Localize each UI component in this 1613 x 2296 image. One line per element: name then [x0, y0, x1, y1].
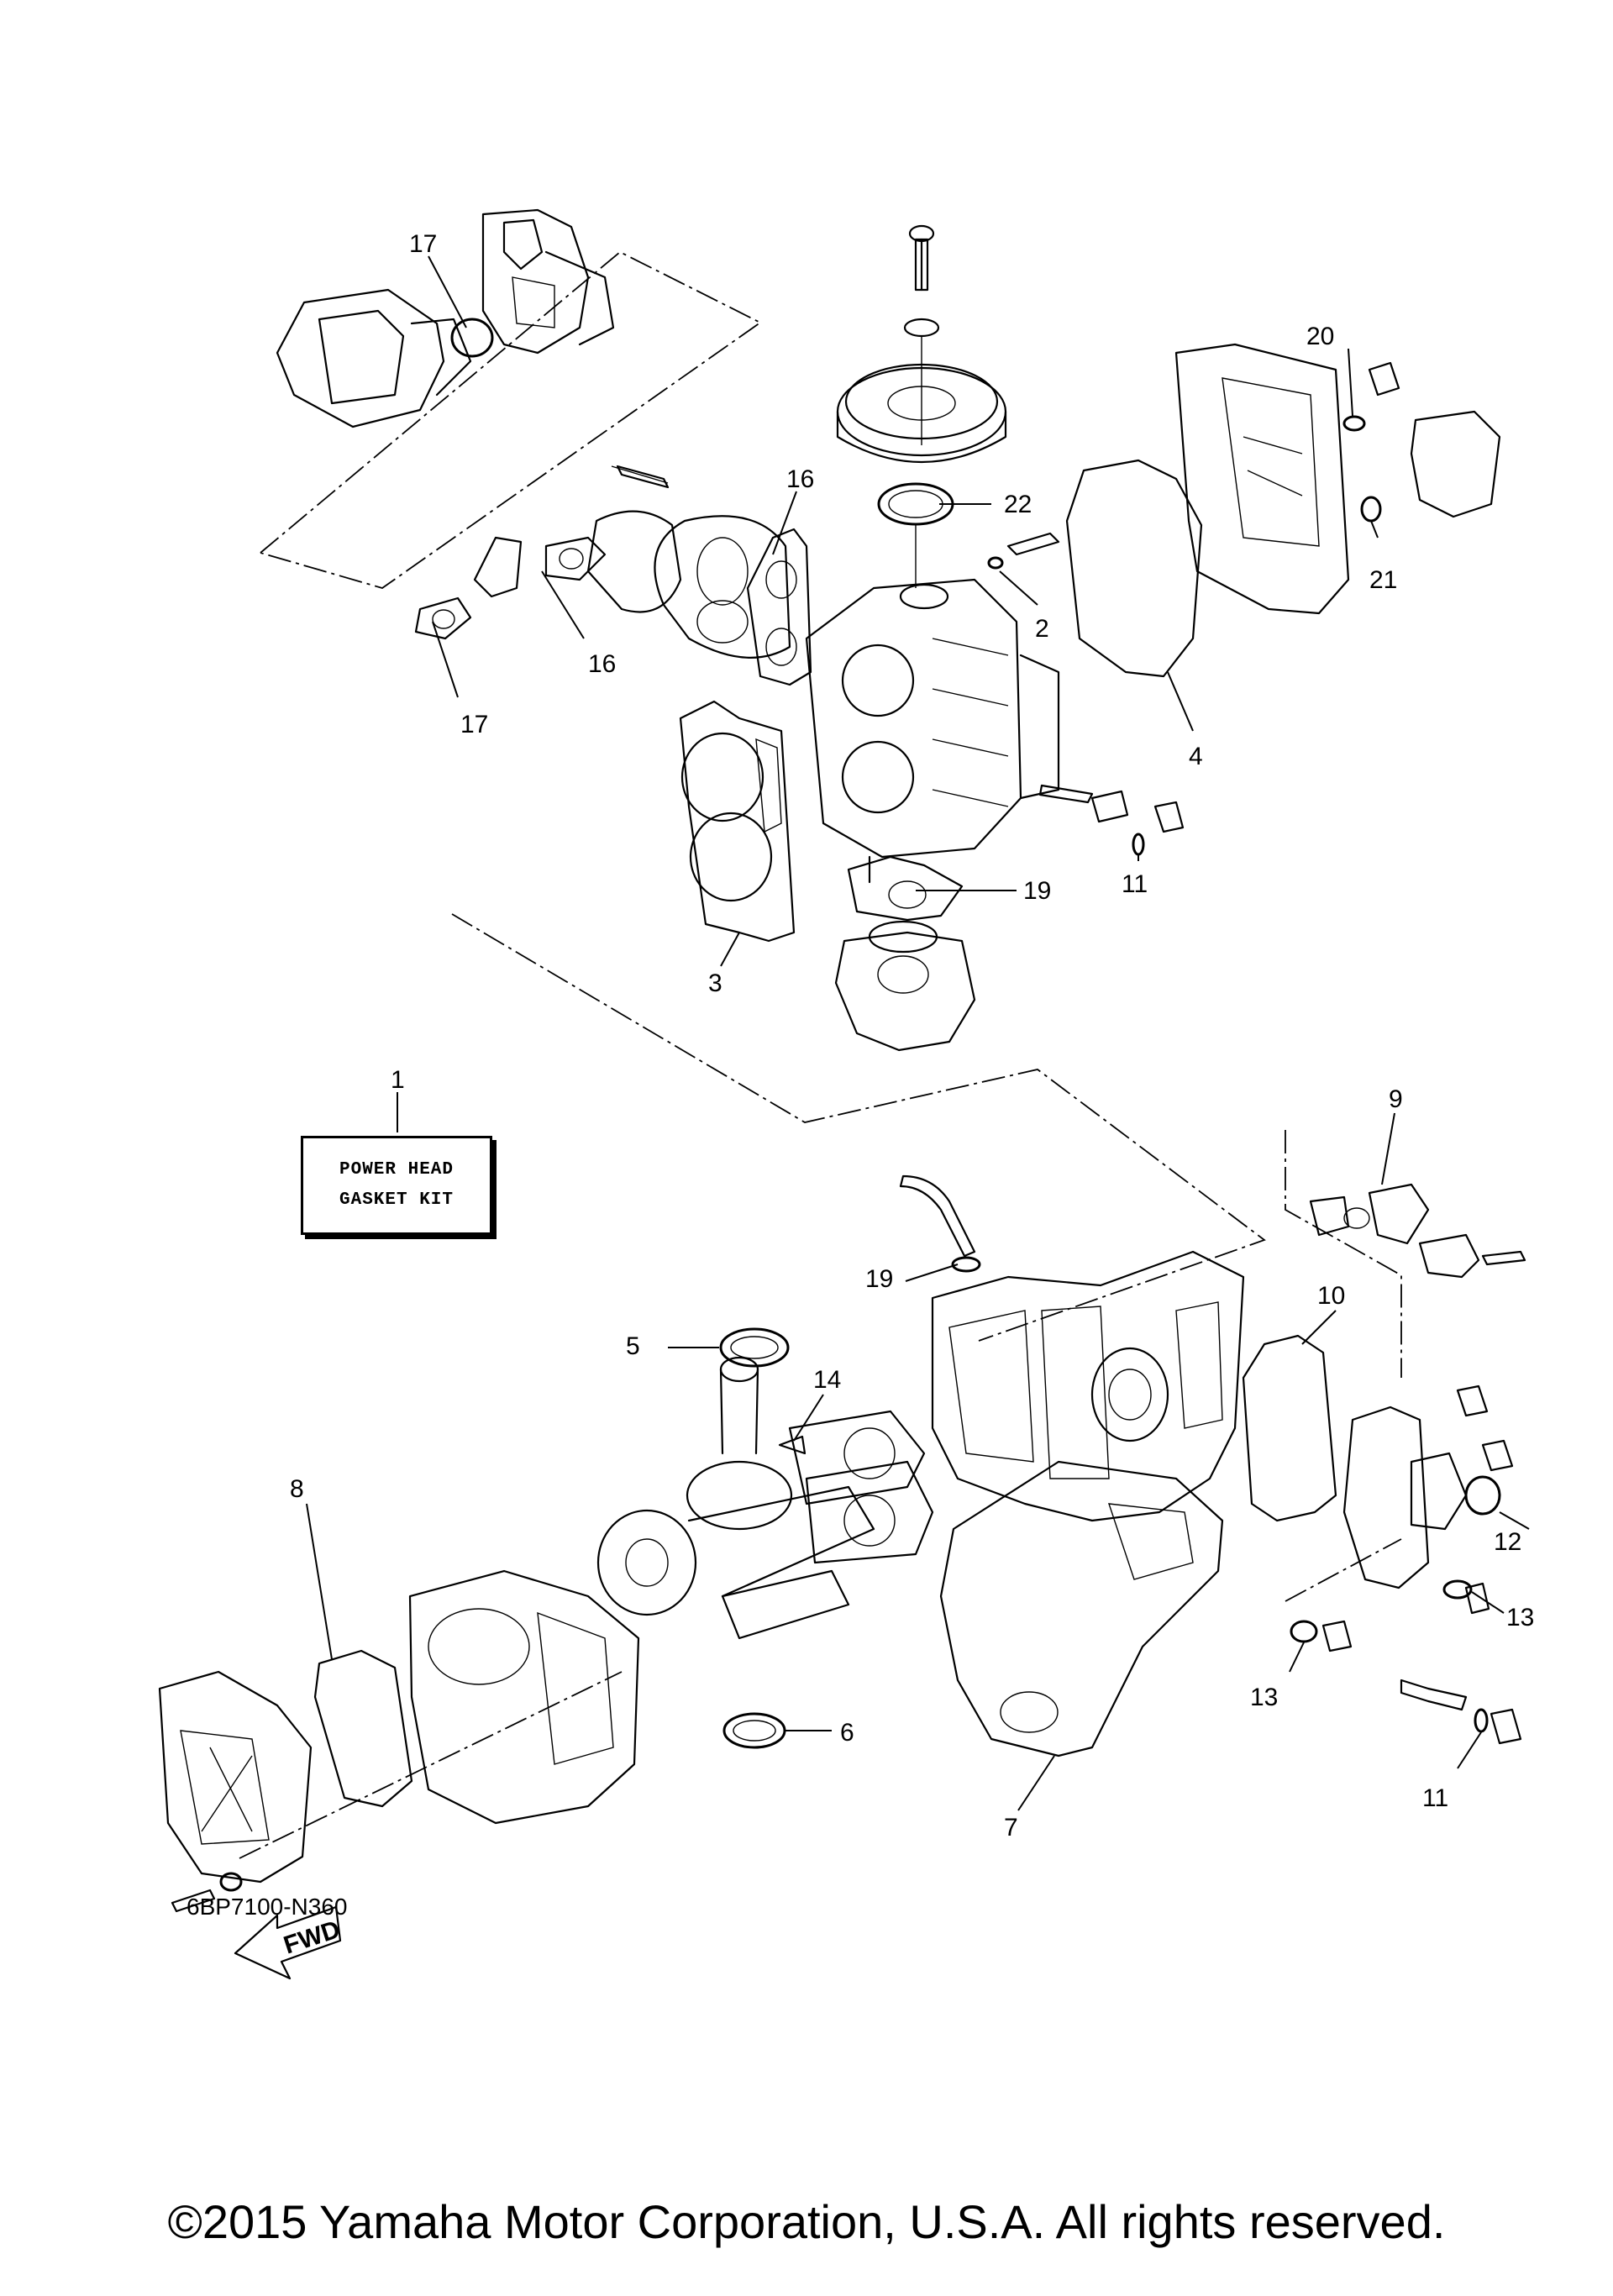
o-ring-20	[1342, 415, 1366, 432]
callout-3: 3	[708, 969, 722, 997]
oil-seal-5	[719, 1327, 790, 1368]
plug-assembly-lower	[1400, 1679, 1522, 1745]
leader-lines	[306, 255, 1530, 1811]
phantom-line-thermostat	[1285, 1130, 1402, 1378]
crankcase-block	[931, 1250, 1245, 1522]
callout-21: 21	[1369, 566, 1397, 594]
kit-label-line1: POWER HEAD	[339, 1160, 454, 1180]
copyright-notice: ©2015 Yamaha Motor Corporation, U.S.A. A…	[167, 2195, 1446, 2248]
timing-pulley	[836, 224, 1007, 463]
callouts: 17 20 16 22 21 2 16 17 4 19 11 3 1 9 19 …	[290, 230, 1534, 1842]
callout-5: 5	[626, 1332, 640, 1360]
washer	[219, 1872, 243, 1892]
callout-9: 9	[1389, 1085, 1403, 1113]
manifold-gasket-15	[746, 528, 812, 686]
insulator-gaskets-16	[414, 536, 607, 640]
callout-13b: 13	[1250, 1684, 1278, 1711]
diagram-code: 6BP7100-N360	[187, 1894, 348, 1920]
callout-11b: 11	[1422, 1784, 1448, 1812]
side-cover	[1342, 1384, 1514, 1615]
phantom-line-bottom	[1285, 1538, 1402, 1602]
callout-10: 10	[1317, 1282, 1345, 1310]
cover-bolt	[171, 1889, 216, 1913]
cover-plug	[1368, 361, 1400, 397]
intake-manifold	[586, 465, 791, 659]
thermostat-parts-9	[1309, 1183, 1526, 1279]
thermostat-housing	[834, 920, 976, 1052]
callout-16a: 16	[588, 650, 616, 678]
oil-seal-6	[722, 1712, 786, 1749]
woodruff-key-14	[778, 1435, 806, 1455]
crankshaft-and-pistons	[596, 1356, 934, 1640]
callout-16b: 17	[460, 711, 488, 738]
callout-13a: 13	[1506, 1604, 1534, 1631]
cover-gasket-8	[313, 1649, 413, 1808]
cylinder-head	[805, 578, 1060, 884]
oil-filler-tube	[899, 1174, 981, 1273]
drain-plug-13	[1321, 1620, 1353, 1652]
callout-11a: 11	[1122, 870, 1148, 898]
callout-19: 19	[865, 1265, 893, 1293]
oil-pan-gasket-7	[939, 1460, 1224, 1757]
head-bolt	[1006, 532, 1060, 556]
o-ring-13a	[1442, 1579, 1473, 1600]
power-head-gasket-kit-label: POWER HEAD GASKET KIT	[301, 1136, 492, 1235]
o-ring-2	[987, 556, 1004, 570]
kit-label-line2: GASKET KIT	[339, 1190, 454, 1210]
phantom-line-head-to-block	[451, 913, 1266, 1342]
gasket-18	[847, 855, 964, 922]
o-ring-13b	[1290, 1620, 1318, 1643]
callout-4: 4	[1189, 743, 1203, 770]
exhaust-cover	[1174, 343, 1350, 615]
oil-seal-22	[877, 482, 954, 588]
carburetor-assembly	[276, 208, 615, 428]
callout-20: 20	[1306, 323, 1334, 350]
o-ring-21	[1360, 496, 1382, 523]
callout-15: 16	[786, 465, 814, 493]
cover-gasket-4	[1065, 459, 1203, 678]
o-ring-17	[450, 318, 494, 358]
callout-18: 19	[1023, 877, 1051, 905]
callout-6: 6	[840, 1719, 854, 1747]
callout-1: 1	[391, 1066, 405, 1094]
callout-17: 17	[409, 230, 437, 258]
callout-7: 7	[1004, 1814, 1018, 1842]
anode-cover	[1410, 410, 1501, 518]
callout-8: 8	[290, 1475, 304, 1503]
water-jacket-cover	[158, 1670, 313, 1884]
callout-12: 12	[1494, 1528, 1521, 1556]
cover-gasket-10	[1242, 1334, 1337, 1522]
phantom-line-lower	[239, 1671, 623, 1859]
callout-22: 22	[1004, 491, 1032, 518]
callout-14: 14	[813, 1366, 841, 1394]
fwd-label: FWD	[281, 1915, 344, 1959]
lower-housing	[408, 1569, 640, 1825]
callout-2: 2	[1035, 615, 1049, 643]
plug-assembly-upper	[1038, 784, 1185, 856]
head-gasket-3	[679, 700, 796, 943]
phantom-line-carb-group	[260, 250, 762, 589]
o-ring-12	[1464, 1475, 1501, 1516]
